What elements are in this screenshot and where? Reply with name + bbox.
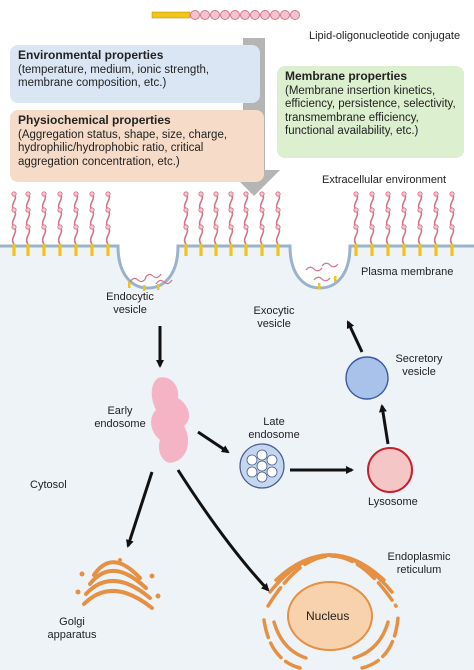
environmental-properties-body: (temperature, medium, ionic strength, me… [18,63,210,90]
pathway-arrows [126,320,390,592]
membrane-properties-box: Membrane properties (Membrane insertion … [277,66,464,158]
golgi-apparatus-label: Golgi apparatus [47,616,97,641]
plasma-membrane-label: Plasma membrane [361,266,454,278]
early-endosome-shape [151,377,190,463]
conjugate-molecule [151,10,300,20]
golgi-shape [75,558,161,610]
physicochemical-properties-title: Physiochemical properties [18,113,171,127]
late-endosome-label: Late endosome [248,416,300,441]
environmental-properties-box: Environmental properties (temperature, m… [10,45,260,103]
membrane-properties-body: (Membrane insertion kinetics, efficiency… [285,84,456,138]
late-endosome-shape [239,443,285,489]
environmental-properties-title: Environmental properties [18,48,164,62]
lysosome-label: Lysosome [368,496,418,508]
early-endosome-label: Early endosome [94,405,146,430]
endocytic-vesicle-label: Endocytic vesicle [106,291,154,316]
physicochemical-properties-body: (Aggregation status, shape, size, charge… [18,128,228,168]
membrane-properties-title: Membrane properties [285,69,408,83]
nucleus-shape [287,581,373,651]
exocytic-vesicle-label: Exocytic vesicle [253,305,295,330]
endoplasmic-reticulum-shape [262,553,400,670]
endoplasmic-reticulum-label: Endoplasmic reticulum [387,551,451,576]
extracellular-label: Extracellular environment [322,174,447,186]
conjugate-label: Lipid-oligonucleotide conjugate [309,30,461,42]
exocytic-pocket-lipids [305,262,339,289]
secretory-vesicle-shape [345,356,389,400]
lysosome-shape [367,447,413,493]
plasma-membrane [0,244,474,290]
physicochemical-properties-box: Physiochemical properties (Aggregation s… [10,110,264,182]
secretory-vesicle-label: Secretory vesicle [395,353,443,378]
endocytic-pocket-lipids [128,273,173,291]
nucleus-label: Nucleus [306,609,350,623]
cytosol-label: Cytosol [30,479,67,491]
